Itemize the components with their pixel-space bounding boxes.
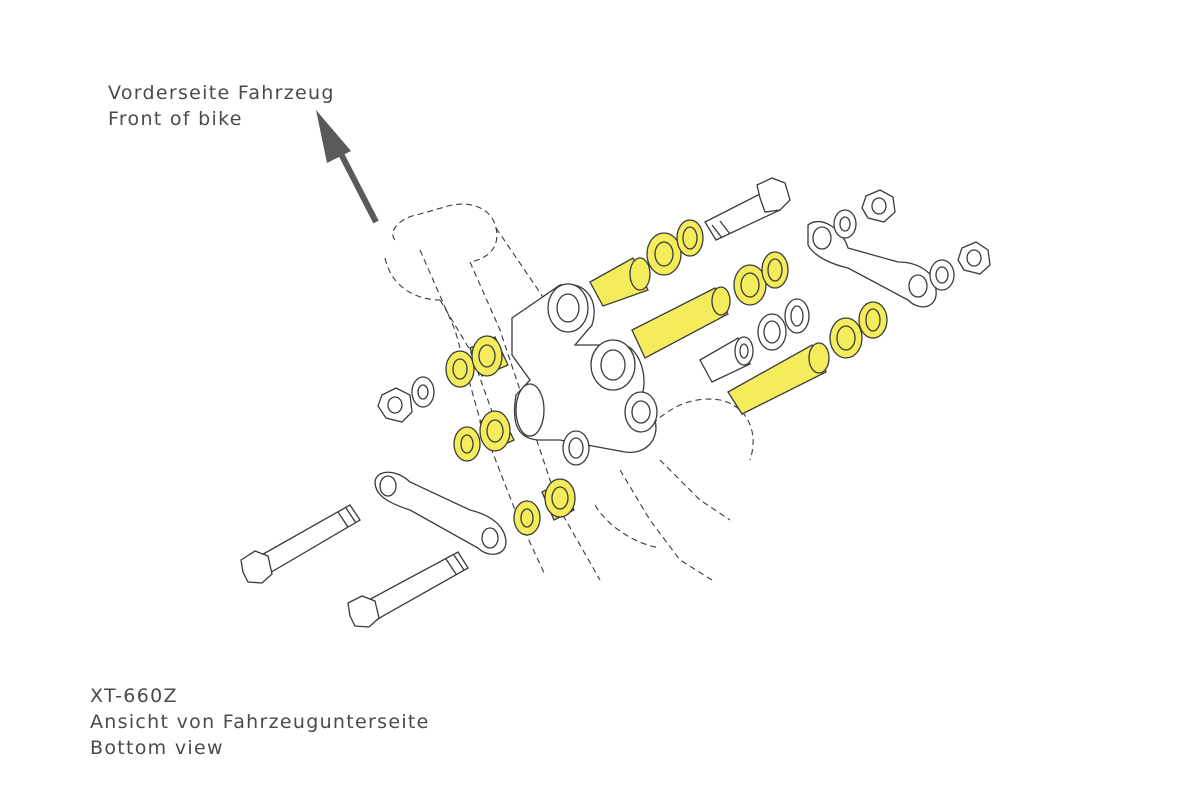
nut-left bbox=[377, 387, 413, 423]
bushing-left-lower-b bbox=[544, 478, 576, 518]
bushing-lower-b bbox=[858, 301, 888, 339]
relay-arm bbox=[511, 283, 658, 453]
bushing-sleeve-middle bbox=[631, 287, 729, 359]
upper-bolt bbox=[704, 177, 791, 241]
washer-left bbox=[411, 376, 435, 408]
collar-left bbox=[562, 430, 590, 466]
left-hardware bbox=[377, 376, 435, 423]
middle-bushing-set bbox=[631, 251, 789, 359]
bushing-upper-a bbox=[646, 232, 682, 276]
right-hardware bbox=[833, 189, 991, 291]
washer-right-lower bbox=[929, 259, 955, 291]
model-name: XT-660Z bbox=[90, 685, 178, 707]
relay-arm-bore-bottom bbox=[624, 391, 658, 433]
bushing-left-lower-a bbox=[513, 500, 541, 536]
bushing-upper-b bbox=[676, 219, 704, 257]
nut-right-lower bbox=[957, 241, 991, 275]
collar-lower-b bbox=[784, 298, 810, 334]
relay-arm-bore-middle bbox=[590, 339, 636, 391]
view-label-german: Ansicht von Fahrzeugunterseite bbox=[90, 711, 430, 733]
washer-right-upper bbox=[833, 209, 857, 239]
front-label-english: Front of bike bbox=[108, 108, 243, 130]
bushing-lower-a bbox=[829, 317, 863, 359]
collar-lower-a bbox=[757, 313, 787, 351]
front-direction-arrow bbox=[316, 110, 379, 224]
upper-bushing-set bbox=[589, 219, 704, 307]
lower-bushing-set bbox=[699, 298, 888, 415]
bushing-left-upper-a bbox=[445, 350, 475, 388]
tie-rod-left bbox=[374, 471, 507, 555]
view-label-english: Bottom view bbox=[90, 737, 224, 759]
tie-rod-right bbox=[807, 220, 937, 308]
front-label-german: Vorderseite Fahrzeug bbox=[108, 82, 335, 104]
bushing-left-upper-b bbox=[471, 335, 503, 377]
bushing-middle-a bbox=[733, 264, 767, 306]
bushing-left-middle-a bbox=[453, 426, 481, 462]
bushing-left-middle-b bbox=[479, 410, 511, 452]
front-direction-label: Vorderseite Fahrzeug Front of bike bbox=[108, 80, 335, 132]
lower-bolt-b bbox=[347, 551, 469, 628]
left-bushing-set bbox=[445, 335, 590, 536]
bushing-middle-b bbox=[761, 251, 789, 289]
nut-right-upper bbox=[861, 189, 896, 223]
lower-bolt-a bbox=[240, 504, 361, 584]
relay-arm-bore-top bbox=[547, 283, 589, 333]
bushing-sleeve-lower bbox=[727, 344, 827, 415]
caption-block: XT-660Z Ansicht von Fahrzeugunterseite B… bbox=[90, 683, 430, 761]
